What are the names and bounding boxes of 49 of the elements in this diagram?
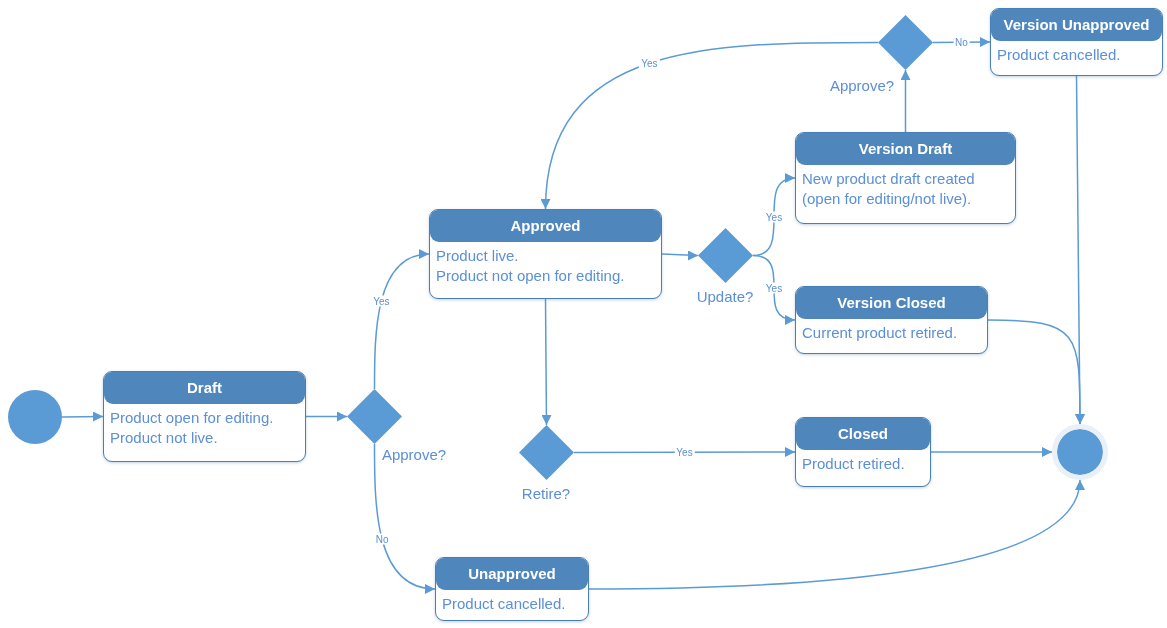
edge-label: Yes: [763, 211, 785, 223]
state-title: Version Closed: [796, 287, 987, 319]
arrow: [752, 254, 796, 324]
state-description: Product live.: [435, 246, 520, 266]
arrow: [930, 447, 1053, 457]
arrow: [661, 250, 699, 261]
edge-label: Yes: [763, 282, 785, 294]
decision-label: Approve?: [829, 77, 895, 94]
arrow: [900, 69, 911, 133]
decision-label: Approve?: [381, 446, 447, 463]
arrow: [541, 41, 879, 210]
state-title: Unapproved: [436, 558, 588, 590]
arrow: [373, 443, 436, 593]
state-box: [103, 371, 306, 462]
state-description: Product cancelled.: [441, 594, 567, 614]
state-title: Approved: [430, 210, 661, 242]
state-description: Product not open for editing.: [435, 266, 626, 286]
arrow: [573, 447, 796, 457]
state-box: [990, 8, 1163, 76]
edge-label: Yes: [674, 446, 695, 458]
state-title: Draft: [104, 372, 305, 404]
state-title: Version Unapproved: [991, 9, 1162, 41]
state-box: [795, 286, 988, 354]
state-description: New product draft created (open for editing/not live).: [801, 169, 976, 209]
state-title: Version Draft: [796, 133, 1015, 165]
state-description: Product not live.: [109, 428, 219, 448]
state-box: [795, 132, 1016, 224]
state-description: Product cancelled.: [996, 45, 1122, 65]
start-state-circle: [8, 390, 62, 444]
state-description: Product retired.: [801, 454, 906, 474]
arrow: [373, 250, 430, 390]
state-description: Product open for editing.: [109, 408, 275, 428]
decision-label: Update?: [696, 288, 754, 305]
arrow: [305, 411, 348, 422]
edge-label: Yes: [639, 57, 660, 69]
arrow: [541, 298, 552, 426]
state-title: Closed: [796, 418, 930, 450]
arrow: [1074, 75, 1085, 425]
edge-label: No: [953, 36, 970, 48]
arrow: [588, 479, 1082, 590]
edge-label: Yes: [371, 295, 392, 307]
state-description: Current product retired.: [801, 323, 959, 343]
end-state-circle: [1052, 424, 1108, 480]
state-box: [435, 557, 589, 621]
state-box: [429, 209, 662, 299]
edge-label: No: [373, 533, 391, 545]
arrow: [61, 411, 104, 422]
decision-label: Retire?: [521, 485, 571, 502]
state-box: [795, 417, 931, 487]
